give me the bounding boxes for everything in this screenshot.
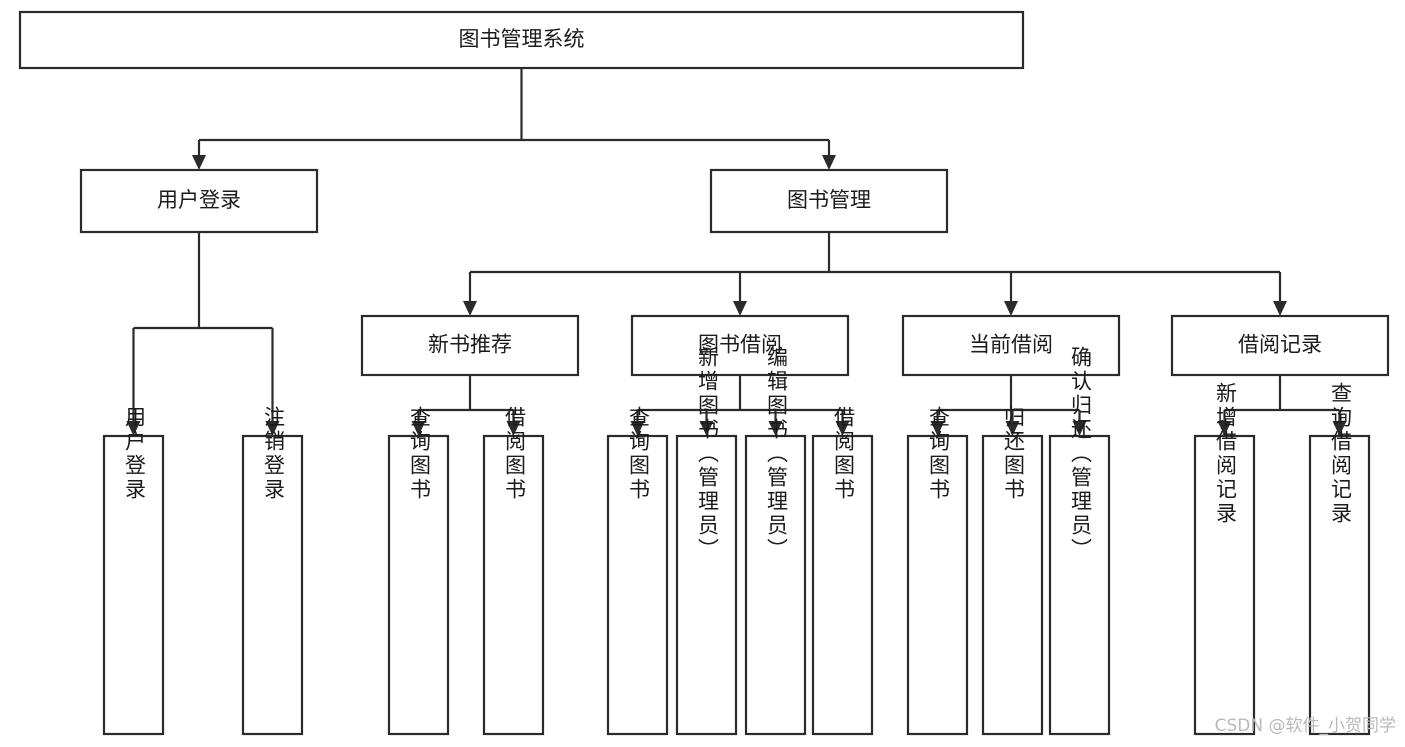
node-l2-1-图书借阅-label: 图书借阅	[698, 333, 782, 357]
node-l2-2-当前借阅-box[interactable]	[901, 314, 1121, 377]
node-l1-0-用户登录[interactable]: 用户登录	[79, 168, 319, 234]
node-leaf-1-0-查询图书-label: 查询图书	[627, 406, 651, 502]
node-root-box[interactable]	[18, 10, 1025, 70]
node-leaf-2-1-归还图书-label: 归还图书	[1002, 406, 1026, 502]
node-leaf-ul-1-注销登录-box[interactable]	[241, 434, 304, 736]
node-leaf-0-1-借阅图书-label: 借阅图书	[503, 406, 527, 502]
node-leaf-3-0-新增借阅记录[interactable]: 新增借阅记录	[1193, 382, 1256, 736]
node-leaf-2-0-查询图书-box[interactable]	[906, 434, 969, 736]
node-leaf-0-1-借阅图书[interactable]: 借阅图书	[482, 406, 545, 736]
node-l2-0-新书推荐[interactable]: 新书推荐	[360, 314, 580, 377]
node-l1-0-用户登录-box[interactable]	[79, 168, 319, 234]
node-root[interactable]: 图书管理系统	[18, 10, 1025, 70]
arrowhead-icon	[930, 421, 945, 436]
node-leaf-1-0-查询图书[interactable]: 查询图书	[606, 406, 669, 736]
node-leaf-3-1-查询借阅记录-box[interactable]	[1308, 434, 1371, 736]
node-leaf-ul-1-注销登录[interactable]: 注销登录	[241, 406, 304, 736]
arrowhead-icon	[822, 155, 836, 170]
node-leaf-3-0-新增借阅记录-box[interactable]	[1193, 434, 1256, 736]
node-l2-1-图书借阅[interactable]: 图书借阅	[630, 314, 850, 377]
arrowhead-icon	[265, 421, 280, 436]
arrowhead-icon	[1005, 421, 1020, 436]
arrowhead-icon	[1217, 421, 1232, 436]
node-leaf-1-2-编辑图书管理员[interactable]: 编辑图书（管理员）	[744, 346, 807, 736]
arrowhead-icon	[768, 421, 783, 436]
node-leaf-1-2-编辑图书管理员-label: 编辑图书（管理员）	[765, 346, 789, 562]
node-leaf-2-2-确认归还管理员-box[interactable]	[1048, 434, 1111, 736]
node-leaf-ul-0-用户登录-label: 用户登录	[123, 406, 147, 502]
arrowhead-icon	[463, 301, 477, 316]
node-l1-1-图书管理[interactable]: 图书管理	[709, 168, 949, 234]
node-leaf-2-0-查询图书-label: 查询图书	[927, 406, 951, 502]
node-leaf-3-0-新增借阅记录-label: 新增借阅记录	[1214, 382, 1238, 526]
node-leaf-0-0-查询图书[interactable]: 查询图书	[387, 406, 450, 736]
arrowhead-icon	[411, 421, 426, 436]
arrowhead-icon	[699, 421, 714, 436]
arrowhead-icon	[835, 421, 850, 436]
arrowhead-icon	[192, 155, 206, 170]
arrowhead-icon	[1004, 301, 1018, 316]
arrowhead-icon	[733, 301, 747, 316]
node-l1-1-图书管理-box[interactable]	[709, 168, 949, 234]
node-leaf-1-3-借阅图书-label: 借阅图书	[832, 406, 856, 502]
node-l2-2-当前借阅-label: 当前借阅	[969, 333, 1053, 357]
node-leaf-1-1-新增图书管理员-box[interactable]	[675, 434, 738, 736]
arrowhead-icon	[1273, 301, 1287, 316]
arrowhead-icon	[506, 421, 521, 436]
node-leaf-1-3-借阅图书-box[interactable]	[811, 434, 874, 736]
arrowhead-icon	[126, 421, 141, 436]
node-leaf-1-0-查询图书-box[interactable]	[606, 434, 669, 736]
node-l2-3-借阅记录[interactable]: 借阅记录	[1170, 314, 1390, 377]
edges-layer	[126, 68, 1347, 436]
node-leaf-0-0-查询图书-label: 查询图书	[408, 406, 432, 502]
node-leaf-2-2-确认归还管理员[interactable]: 确认归还（管理员）	[1048, 346, 1111, 736]
node-leaf-ul-0-用户登录[interactable]: 用户登录	[102, 406, 165, 736]
node-leaf-3-1-查询借阅记录[interactable]: 查询借阅记录	[1308, 382, 1371, 736]
node-leaf-3-1-查询借阅记录-label: 查询借阅记录	[1329, 382, 1353, 526]
node-leaf-ul-1-注销登录-label: 注销登录	[262, 406, 286, 502]
node-l2-3-借阅记录-box[interactable]	[1170, 314, 1390, 377]
arrowhead-icon	[630, 421, 645, 436]
node-leaf-1-2-编辑图书管理员-box[interactable]	[744, 434, 807, 736]
node-leaf-2-2-确认归还管理员-label: 确认归还（管理员）	[1069, 346, 1093, 562]
watermark-text: CSDN @软件_小贺同学	[1215, 716, 1396, 736]
node-leaf-2-1-归还图书[interactable]: 归还图书	[981, 406, 1044, 736]
arrowhead-icon	[1332, 421, 1347, 436]
node-leaf-ul-0-用户登录-box[interactable]	[102, 434, 165, 736]
node-l2-1-图书借阅-box[interactable]	[630, 314, 850, 377]
node-leaf-1-1-新增图书管理员[interactable]: 新增图书（管理员）	[675, 346, 738, 736]
nodes-layer: 图书管理系统用户登录图书管理用户登录注销登录新书推荐查询图书借阅图书图书借阅查询…	[18, 10, 1390, 736]
node-l2-0-新书推荐-box[interactable]	[360, 314, 580, 377]
node-l2-3-借阅记录-label: 借阅记录	[1238, 333, 1322, 357]
node-leaf-2-1-归还图书-box[interactable]	[981, 434, 1044, 736]
node-leaf-1-1-新增图书管理员-label: 新增图书（管理员）	[696, 346, 720, 562]
node-leaf-0-0-查询图书-box[interactable]	[387, 434, 450, 736]
arrowhead-icon	[1072, 421, 1087, 436]
node-leaf-0-1-借阅图书-box[interactable]	[482, 434, 545, 736]
node-root-label: 图书管理系统	[459, 27, 585, 51]
node-leaf-2-0-查询图书[interactable]: 查询图书	[906, 406, 969, 736]
node-l1-1-图书管理-label: 图书管理	[787, 188, 871, 212]
node-l2-0-新书推荐-label: 新书推荐	[428, 333, 512, 357]
node-leaf-1-3-借阅图书[interactable]: 借阅图书	[811, 406, 874, 736]
node-l2-2-当前借阅[interactable]: 当前借阅	[901, 314, 1121, 377]
node-l1-0-用户登录-label: 用户登录	[157, 188, 241, 212]
